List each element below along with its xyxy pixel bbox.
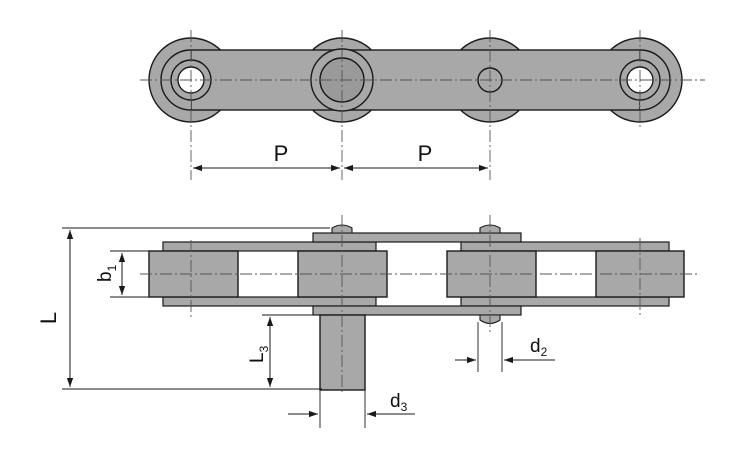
b1-main: b [95, 271, 116, 282]
svg-text:b1: b1 [95, 264, 119, 282]
pitch-label-right: P [418, 141, 433, 166]
outer-plate-top-left [162, 241, 377, 252]
attachment-pin-shaft [319, 314, 366, 391]
d3-sub: 3 [401, 400, 408, 414]
outer-plate-top-right [460, 241, 670, 252]
side-center-lines [140, 215, 700, 395]
attachment-plate-top [312, 232, 522, 243]
L3-sub: 3 [257, 345, 271, 352]
extension-lines [62, 227, 503, 428]
dimension-L3-label: L3 [247, 345, 271, 363]
top-center-lines [140, 30, 705, 180]
attachment-plate-bottom [312, 305, 522, 316]
b1-sub: 1 [105, 264, 119, 271]
dimension-L-label: L [36, 312, 61, 324]
top-view: P P [140, 30, 705, 180]
svg-text:L3: L3 [247, 345, 271, 363]
d2-sub: 2 [541, 345, 548, 359]
d2-main: d [530, 336, 541, 357]
pitch-label-left: P [274, 141, 289, 166]
pin-cap-top-3 [479, 224, 501, 234]
outer-plate-bottom-right [460, 296, 670, 307]
dimension-b1-label: b1 [95, 264, 119, 282]
L3-main: L [247, 352, 268, 363]
dimension-d2-label: d2 [530, 336, 548, 359]
side-view: L b1 L3 d3 d2 [36, 215, 700, 428]
pin-cap-top-2 [331, 224, 353, 234]
dimension-d3-label: d3 [390, 391, 408, 414]
d3-main: d [390, 391, 401, 412]
outer-plate-bottom-left [162, 296, 377, 307]
